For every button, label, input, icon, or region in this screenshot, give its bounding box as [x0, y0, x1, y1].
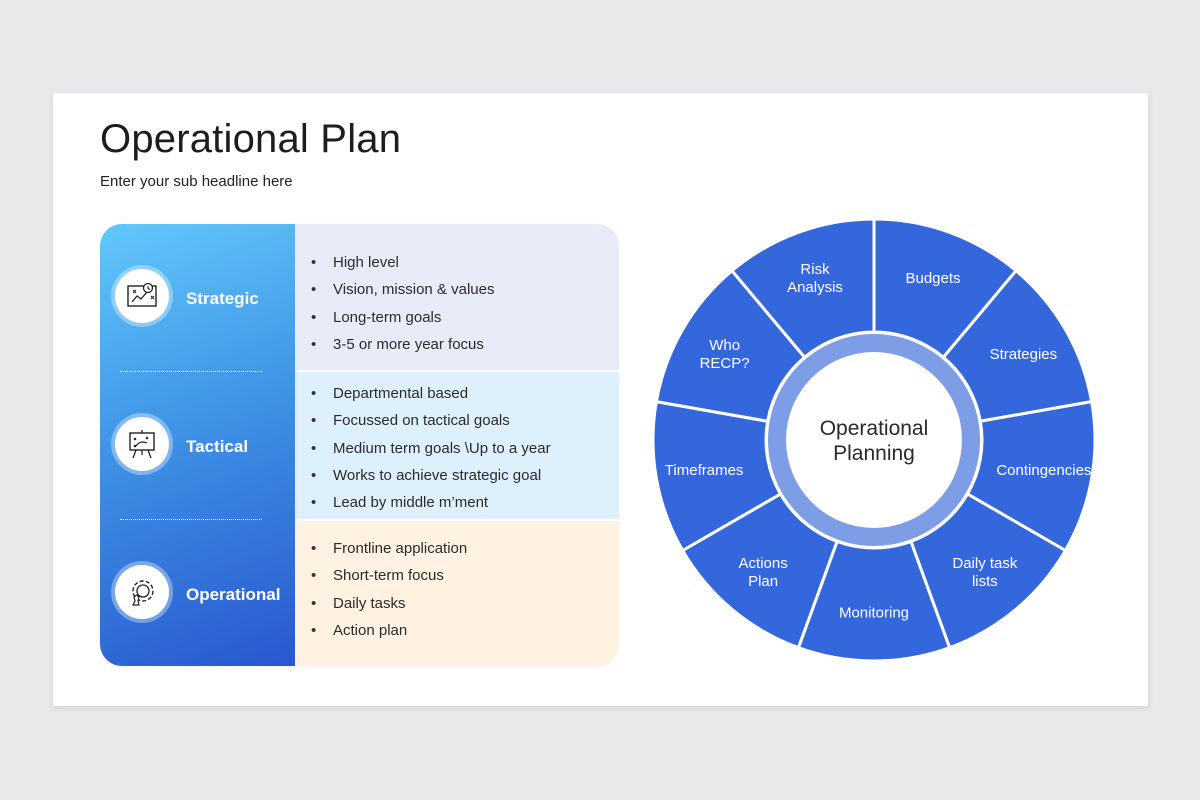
- level-label: Tactical: [186, 437, 249, 456]
- list-item: Departmental based: [295, 384, 551, 411]
- wheel-center: [786, 352, 962, 528]
- list-item: Lead by middle m’ment: [295, 493, 551, 520]
- level-label: Operational: [186, 585, 281, 604]
- list-item: Daily tasks: [295, 594, 467, 621]
- presentation-board-icon: [115, 417, 169, 471]
- wheel-segment-label: Monitoring: [839, 605, 909, 622]
- list-item: Frontline application: [295, 539, 467, 566]
- level-details-operational: Frontline application Short-term focus D…: [295, 521, 619, 666]
- list-item: Action plan: [295, 621, 467, 648]
- wheel-segment-label: Contingencies: [996, 462, 1091, 479]
- list-item: High level: [295, 253, 494, 280]
- list-item: Works to achieve strategic goal: [295, 466, 551, 493]
- list-item: Long-term goals: [295, 308, 494, 335]
- list-item: Focussed on tactical goals: [295, 411, 551, 438]
- level-details-tactical: Departmental based Focussed on tactical …: [295, 372, 619, 519]
- levels-table: Strategic Tactical: [100, 224, 619, 666]
- page-title: Operational Plan: [100, 117, 402, 161]
- list-item: Vision, mission & values: [295, 280, 494, 307]
- levels-sidebar: Strategic Tactical: [100, 224, 295, 666]
- page-subtitle: Enter your sub headline here: [100, 173, 293, 190]
- list-item: Short-term focus: [295, 566, 467, 593]
- level-strategic: Strategic: [100, 248, 295, 348]
- divider: [120, 519, 262, 520]
- wheel-segment-label: Budgets: [905, 270, 960, 287]
- strategy-board-icon: [115, 269, 169, 323]
- level-operational: Operational: [100, 544, 295, 644]
- list-item: 3-5 or more year focus: [295, 335, 494, 362]
- level-details-strategic: High level Vision, mission & values Long…: [295, 224, 619, 370]
- wheel-segment: [729, 220, 876, 360]
- level-tactical: Tactical: [100, 396, 295, 496]
- slide: Operational Plan Enter your sub headline…: [53, 93, 1148, 706]
- gear-chess-icon: [115, 565, 169, 619]
- divider: [120, 371, 262, 372]
- level-label: Strategic: [186, 289, 259, 308]
- list-item: Medium term goals \Up to a year: [295, 439, 551, 466]
- wheel-segment-label: Timeframes: [665, 462, 744, 479]
- wheel-segment-label: Strategies: [990, 346, 1058, 363]
